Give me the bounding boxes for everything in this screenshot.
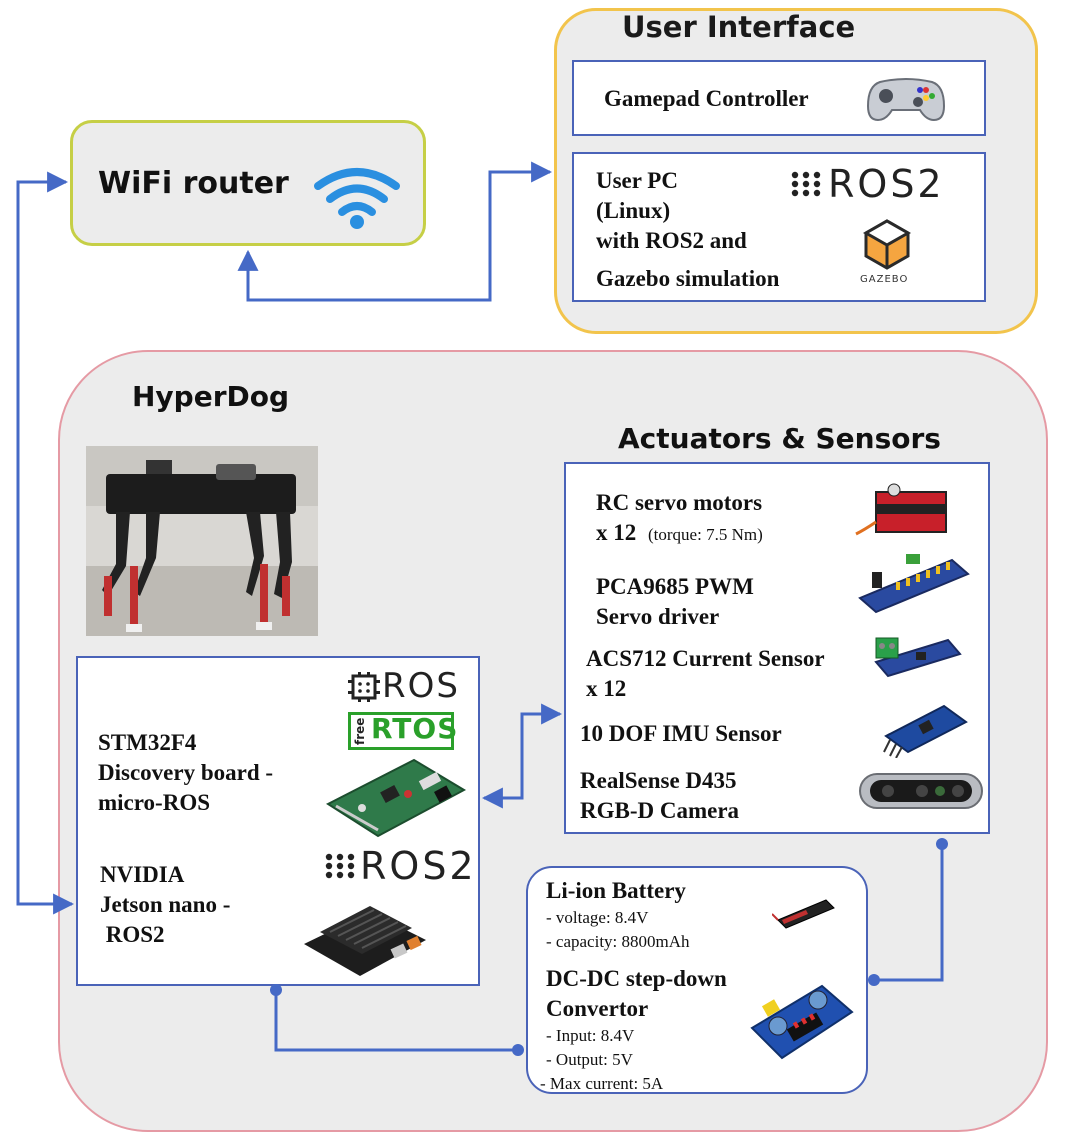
jetson-line1: NVIDIA [100, 862, 185, 887]
battery-capacity: - capacity: 8800mAh [546, 932, 690, 951]
actuators-sensors-box: RC servo motors x 12 (torque: 7.5 Nm) PC… [564, 462, 990, 834]
user-pc-box: User PC (Linux) with ROS2 and Gazebo sim… [572, 152, 986, 302]
battery-voltage: - voltage: 8.4V [546, 908, 649, 927]
battery-title: Li-ion Battery [546, 878, 686, 903]
actuators-sensors-title: Actuators & Sensors [618, 422, 941, 455]
user-pc-line4: Gazebo simulation [596, 266, 780, 291]
user-pc-line3: with ROS2 and [596, 228, 747, 253]
camera-line1: RealSense D435 [580, 768, 737, 793]
wifi-router-label: WiFi router [98, 166, 289, 201]
micro-ros-chip-icon [348, 672, 380, 702]
acs-line2: x 12 [586, 676, 627, 701]
imu-label: 10 DOF IMU Sensor [580, 721, 782, 746]
stm32-line3: micro-ROS [98, 790, 211, 815]
pca-line1: PCA9685 PWM [596, 574, 754, 599]
pca9685-board-image [858, 554, 970, 614]
gamepad-label: Gamepad Controller [604, 86, 809, 111]
servo-torque: (torque: 7.5 Nm) [648, 525, 763, 544]
ros2-logo: ROS2 [828, 162, 945, 206]
ros-dots-icon [791, 171, 821, 197]
stm32-line2: Discovery board - [98, 760, 274, 785]
camera-line2: RGB-D Camera [580, 798, 740, 823]
hyperdog-title: HyperDog [132, 380, 290, 413]
battery-image [772, 899, 835, 929]
user-pc-line1: User PC [596, 168, 678, 193]
realsense-camera-image [859, 773, 983, 809]
dcdc-line2: Convertor [546, 996, 649, 1021]
power-box: Li-ion Battery - voltage: 8.4V - capacit… [526, 866, 868, 1094]
dcdc-input: - Input: 8.4V [546, 1026, 635, 1045]
servo-motor-image [855, 483, 947, 536]
servo-line2: x 12 [596, 520, 637, 545]
servo-line1: RC servo motors [596, 490, 763, 515]
freertos-logo: free RTOS [348, 712, 457, 750]
jetson-line2: Jetson nano - [100, 892, 231, 917]
dcdc-output: - Output: 5V [546, 1050, 633, 1069]
gamepad-box: Gamepad Controller [572, 60, 986, 136]
freertos-rtos-text: RTOS [371, 712, 459, 745]
dcdc-converter-image [750, 984, 854, 1060]
dcdc-line1: DC-DC step-down [546, 966, 727, 991]
acs712-sensor-image [874, 637, 962, 678]
stm32-line1: STM32F4 [98, 730, 197, 755]
hyperdog-robot-photo [86, 446, 318, 636]
gamepad-icon [866, 78, 946, 122]
imu-sensor-image [883, 704, 968, 758]
jetson-line3: ROS2 [100, 922, 165, 947]
freertos-free-text: free [353, 715, 371, 747]
user-pc-line2: (Linux) [596, 198, 671, 223]
jetson-ros2-logo: ROS2 [360, 844, 477, 888]
gazebo-logo-icon [862, 219, 912, 270]
controller-boards-box: STM32F4 Discovery board - micro-ROS NVID… [76, 656, 480, 986]
jetson-nano-image [304, 906, 426, 976]
user-interface-title: User Interface [622, 10, 856, 44]
pca-line2: Servo driver [596, 604, 720, 629]
acs-line1: ACS712 Current Sensor [586, 646, 825, 671]
micro-ros-logo: ROS [382, 666, 460, 706]
gazebo-logo-text: GAZEBO [860, 274, 909, 285]
dcdc-max-current: - Max current: 5A [540, 1074, 664, 1093]
wifi-icon [314, 168, 400, 229]
jetson-ros2-dots-icon [325, 853, 355, 879]
stm32-board-image [325, 758, 467, 838]
